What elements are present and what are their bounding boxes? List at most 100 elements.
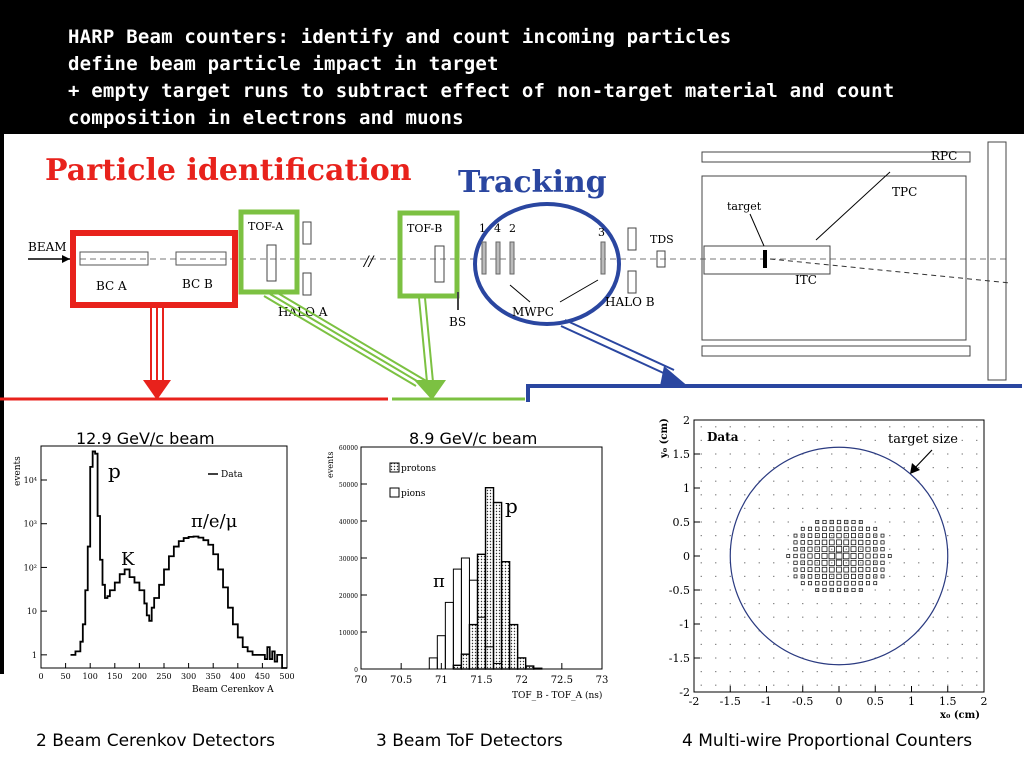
plot3-grid-dot xyxy=(961,657,963,659)
plot3-grid-dot xyxy=(961,671,963,673)
plot3-density-box xyxy=(850,553,857,559)
plot2-legend-pions-label: pions xyxy=(401,489,426,499)
plot2-bar-pions xyxy=(460,557,470,670)
rpc-label: RPC xyxy=(931,149,957,163)
plot3-grid-dot xyxy=(961,684,963,686)
cerenkov-histogram: 12.9 GeV/c beam events Beam Cerenkov A 1… xyxy=(13,429,295,695)
plot3-grid-dot xyxy=(903,494,905,496)
halob-lower xyxy=(627,270,637,294)
rpc-pointer xyxy=(815,171,891,241)
plot3-density-box xyxy=(865,574,871,579)
plot3-grid-dot xyxy=(947,521,949,523)
plot3-grid-dot xyxy=(816,630,818,632)
plot3-grid-dot xyxy=(874,507,876,509)
plot3-density-box xyxy=(815,581,820,586)
plot3-grid-dot xyxy=(744,562,746,564)
plot3-grid-dot xyxy=(700,562,702,564)
plot3-grid-dot xyxy=(976,494,978,496)
plot3-grid-dot xyxy=(802,684,804,686)
plot3-grid-dot xyxy=(874,535,876,537)
plot3-grid-dot xyxy=(729,453,731,455)
plot3-density-box xyxy=(843,566,850,573)
plot3-grid-dot xyxy=(715,575,717,577)
plot3-density-box xyxy=(858,581,863,586)
plot3-grid-dot xyxy=(860,684,862,686)
plot3-grid-dot xyxy=(787,684,789,686)
plot3-grid-dot xyxy=(932,589,934,591)
plot3-grid-dot xyxy=(758,616,760,618)
plot3-grid-dot xyxy=(831,575,833,577)
plot3-density-box xyxy=(814,567,820,573)
tpc-volume xyxy=(701,175,967,341)
plot3-grid-dot xyxy=(903,616,905,618)
plot2-bar-pions xyxy=(444,601,454,670)
plot3-grid-dot xyxy=(787,467,789,469)
tofa-label: TOF-A xyxy=(248,220,284,233)
plot3-grid-dot xyxy=(773,548,775,550)
plot3-density-box xyxy=(822,573,827,579)
plot2-bar-pions xyxy=(452,568,462,670)
plot3-grid-dot xyxy=(802,575,804,577)
plot3-density-box xyxy=(873,533,878,538)
plot3-grid-dot xyxy=(831,453,833,455)
tofb-counter xyxy=(434,245,445,283)
plot3-density-box xyxy=(821,559,828,566)
plot2-xtick-label: 73 xyxy=(596,675,609,686)
plot3-grid-dot xyxy=(976,643,978,645)
tds-label: TDS xyxy=(650,233,674,246)
plot3-density-box xyxy=(800,526,805,531)
plot3-grid-dot xyxy=(845,467,847,469)
plot1-ytick-label: 1 xyxy=(32,651,37,660)
plot3-grid-dot xyxy=(744,630,746,632)
plot3-grid-dot xyxy=(932,671,934,673)
plot3-grid-dot xyxy=(787,575,789,577)
plot3-grid-dot xyxy=(918,548,920,550)
plot3-grid-dot xyxy=(744,684,746,686)
plot3-grid-dot xyxy=(860,480,862,482)
plot3-grid-dot xyxy=(845,684,847,686)
plot3-grid-dot xyxy=(802,494,804,496)
plot3-grid-dot xyxy=(700,507,702,509)
plot3-grid-dot xyxy=(845,562,847,564)
plot3-grid-dot xyxy=(773,616,775,618)
haloa-lower xyxy=(302,272,312,296)
plot2-bar-pions xyxy=(428,657,438,670)
plot1-frame xyxy=(40,445,288,669)
plot3-grid-dot xyxy=(831,643,833,645)
plot3-density-box xyxy=(872,546,878,552)
plot1-data-line xyxy=(70,450,287,669)
plot3-grid-dot xyxy=(918,507,920,509)
plot3-grid-dot xyxy=(816,643,818,645)
plot3-grid-dot xyxy=(802,439,804,441)
plot3-density-box xyxy=(858,567,864,573)
tof-histogram: 8.9 GeV/c beam events TOF_B - TOF_A (ns)… xyxy=(326,429,608,701)
plot2-bar-pions xyxy=(485,646,495,670)
plot3-density-box xyxy=(873,574,878,579)
plot3-grid-dot xyxy=(903,535,905,537)
plot3-grid-dot xyxy=(947,603,949,605)
plot3-grid-dot xyxy=(903,467,905,469)
plot3-grid-dot xyxy=(845,494,847,496)
plot3-density-box xyxy=(865,546,871,552)
plot3-density-box xyxy=(800,560,806,566)
plot2-bar-protons xyxy=(524,665,535,670)
plot2-title: 8.9 GeV/c beam xyxy=(409,429,537,448)
plot3-grid-dot xyxy=(715,521,717,523)
plot3-grid-dot xyxy=(773,589,775,591)
plot3-grid-dot xyxy=(918,453,920,455)
plot2-ytick-label: 40000 xyxy=(339,519,358,526)
plot3-density-box xyxy=(858,546,864,552)
plot3-density-box xyxy=(843,539,850,546)
plot3-grid-dot xyxy=(845,575,847,577)
plot3-grid-dot xyxy=(932,480,934,482)
plot3-grid-dot xyxy=(715,467,717,469)
plot3-grid-dot xyxy=(744,643,746,645)
plot3-grid-dot xyxy=(831,480,833,482)
plot3-grid-dot xyxy=(787,480,789,482)
plot3-grid-dot xyxy=(715,589,717,591)
plot3-grid-dot xyxy=(715,643,717,645)
plot3-grid-dot xyxy=(773,439,775,441)
plot3-grid-dot xyxy=(816,684,818,686)
plot2-bar-protons xyxy=(484,487,495,670)
plot3-grid-dot xyxy=(903,575,905,577)
